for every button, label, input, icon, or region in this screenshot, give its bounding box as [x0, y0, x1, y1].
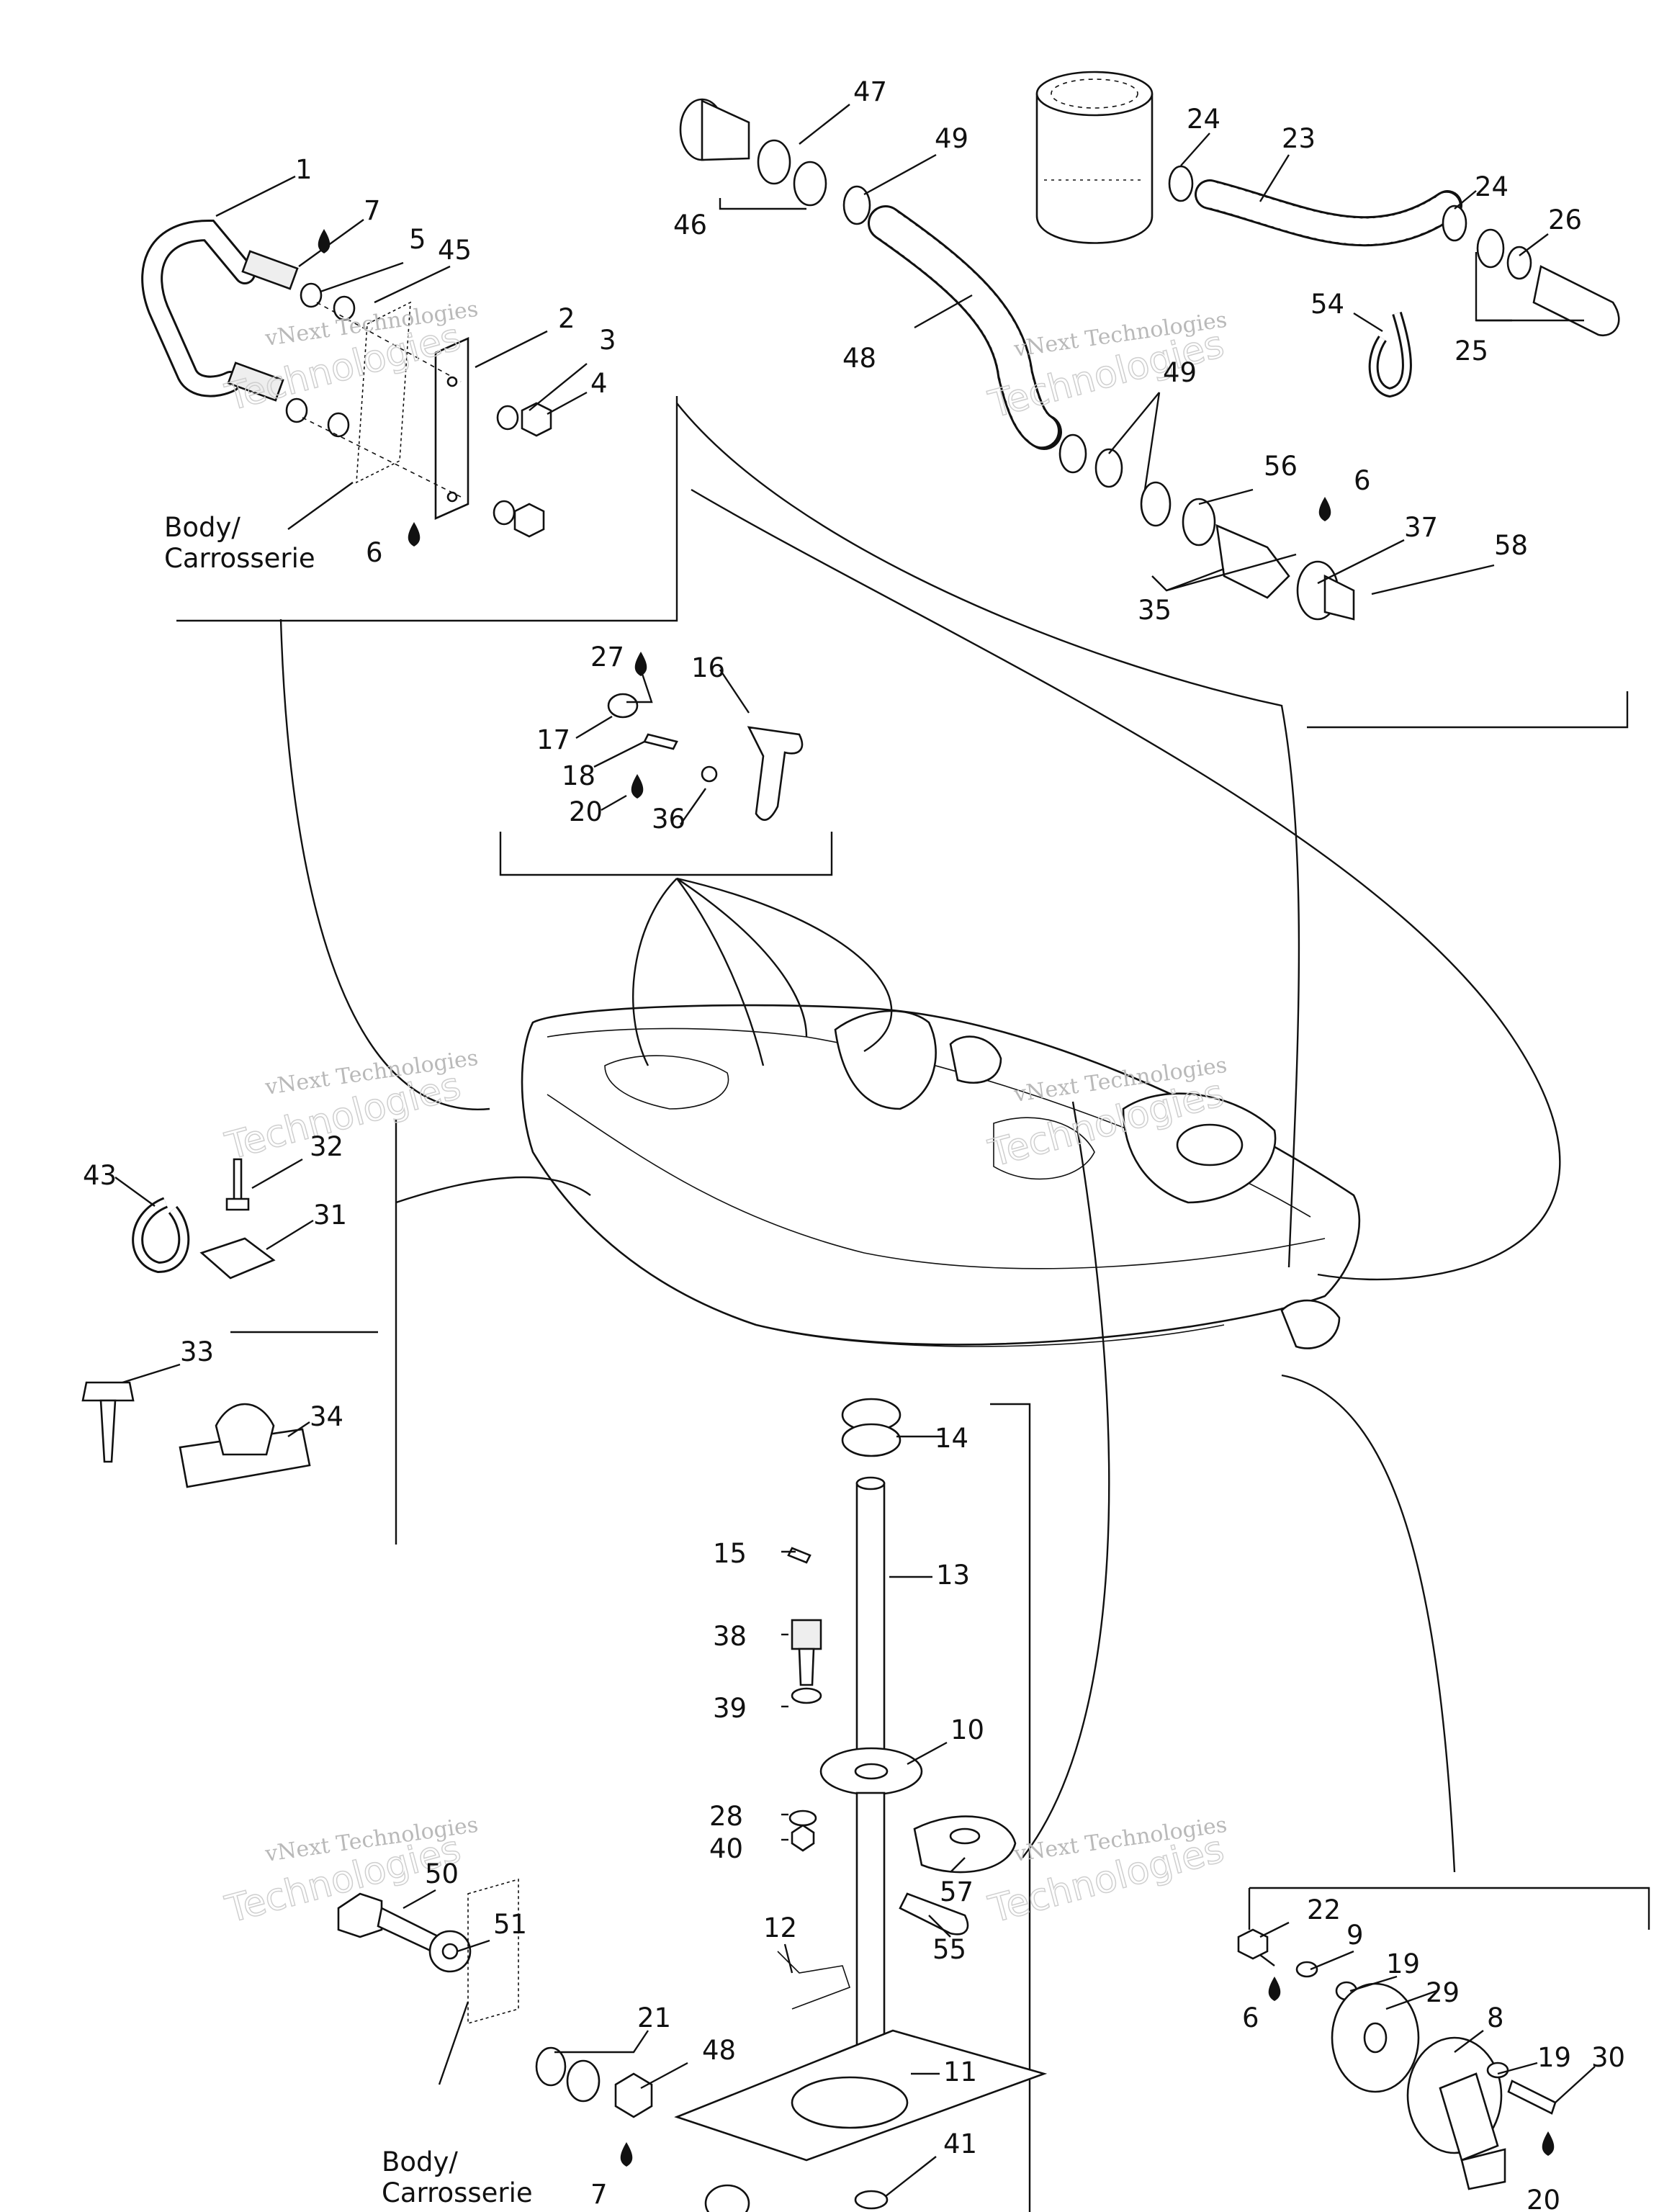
drop-icon	[631, 774, 644, 799]
shaft-assembly	[674, 1398, 1048, 2212]
drop-icon	[1268, 1977, 1281, 2001]
callout-44: 45	[438, 235, 472, 266]
callout-58: 58	[1494, 530, 1528, 561]
callout-16: 16	[691, 652, 725, 683]
callout-55: 55	[932, 1934, 966, 1965]
callout-8: 8	[1487, 2002, 1504, 2033]
callout-57: 56	[1264, 451, 1298, 482]
callout-26: 26	[1548, 204, 1582, 235]
callout-18: 18	[562, 760, 595, 791]
body-labels: Body/ Carrosserie Body/ Carrosserie	[164, 512, 533, 2208]
callout-38: 38	[713, 1621, 747, 1652]
callout-24: 24	[1475, 171, 1509, 202]
callout-21: 21	[637, 2002, 671, 2033]
callout-40: 40	[709, 1833, 743, 1864]
drop-icon	[634, 652, 647, 676]
drop-icon	[1318, 497, 1331, 521]
callout-19: 19	[1537, 2042, 1571, 2073]
vent-hose-assembly	[679, 98, 1355, 621]
callout-15: 15	[713, 1538, 747, 1569]
callout-33: 33	[180, 1336, 214, 1367]
callout-47: 48	[842, 343, 876, 374]
callout-20: 20	[1527, 2185, 1560, 2212]
callout-51: 51	[493, 1909, 527, 1940]
callout-9: 9	[1346, 1920, 1364, 1951]
drop-icon	[620, 2142, 633, 2167]
callout-46: 47	[853, 76, 887, 107]
tank-hose-assembly	[1035, 71, 1620, 398]
callout-22: 22	[1307, 1894, 1341, 1925]
callout-56: 57	[940, 1876, 974, 1907]
callout-27: 27	[590, 642, 624, 673]
drain-plug-assembly	[1237, 1928, 1557, 2190]
callout-37: 37	[1404, 512, 1438, 543]
callout-24: 24	[1187, 104, 1220, 135]
callout-5: 5	[409, 224, 426, 255]
callout-29: 29	[1426, 1977, 1460, 2008]
callout-14: 14	[935, 1423, 968, 1454]
callout-49: 50	[425, 1858, 459, 1889]
callout-36: 36	[652, 804, 685, 835]
body-label-line1: Body/	[382, 2146, 458, 2177]
callout-30: 30	[1591, 2042, 1625, 2073]
body-label-line2: Carrosserie	[382, 2177, 533, 2208]
callout-1: 1	[295, 154, 313, 185]
lubricant-drop-icons	[318, 229, 1555, 2167]
callout-12: 12	[763, 1912, 797, 1943]
callout-3: 3	[599, 325, 616, 356]
leader-curves	[279, 403, 1561, 1873]
callout-11: 11	[943, 2056, 977, 2087]
callout-39: 39	[713, 1693, 747, 1724]
callout-32: 32	[310, 1131, 343, 1162]
boat-hull-illustration	[521, 1004, 1361, 1349]
u-handle-assembly	[141, 219, 552, 538]
callout-45: 46	[673, 210, 707, 240]
callout-7: 7	[364, 195, 381, 226]
callout-7: 7	[590, 2179, 608, 2210]
callout-13: 13	[936, 1560, 970, 1591]
callout-6: 6	[366, 537, 383, 568]
callout-2: 2	[558, 303, 575, 334]
callout-19: 19	[1386, 1948, 1420, 1979]
callout-54: 54	[1310, 289, 1344, 320]
callout-10: 10	[950, 1714, 984, 1745]
callout-17: 17	[536, 724, 570, 755]
group-brackets	[176, 396, 1650, 2212]
drop-icon	[408, 522, 421, 547]
callout-6: 6	[1242, 2002, 1259, 2033]
callout-48: 49	[935, 123, 968, 154]
body-label-line2: Carrosserie	[164, 543, 315, 574]
callout-35: 35	[1138, 595, 1172, 626]
callout-34: 34	[310, 1401, 343, 1432]
callout-numbers: 1 7 5 45 2 3 4 6 47 49 46 48 24 23 24 26…	[83, 76, 1625, 2212]
callout-31: 31	[313, 1200, 347, 1231]
callout-41: 41	[943, 2128, 977, 2159]
drop-icon	[318, 229, 331, 253]
drop-icon	[1542, 2131, 1555, 2156]
callout-23: 23	[1282, 123, 1316, 154]
callout-50: 48	[702, 2035, 736, 2066]
callout-4: 4	[590, 368, 608, 399]
callout-20: 20	[569, 796, 603, 827]
callout-25: 25	[1455, 336, 1488, 367]
body-label-line1: Body/	[164, 512, 240, 543]
callout-48: 49	[1163, 357, 1197, 388]
fastener-parts	[81, 1158, 311, 1488]
callout-leaders	[114, 104, 1596, 2197]
callout-6: 6	[1354, 465, 1371, 496]
callout-28: 28	[709, 1801, 743, 1832]
bolt-assembly	[337, 1878, 653, 2118]
callout-43: 43	[83, 1160, 117, 1191]
cover-latch-parts	[607, 693, 804, 821]
